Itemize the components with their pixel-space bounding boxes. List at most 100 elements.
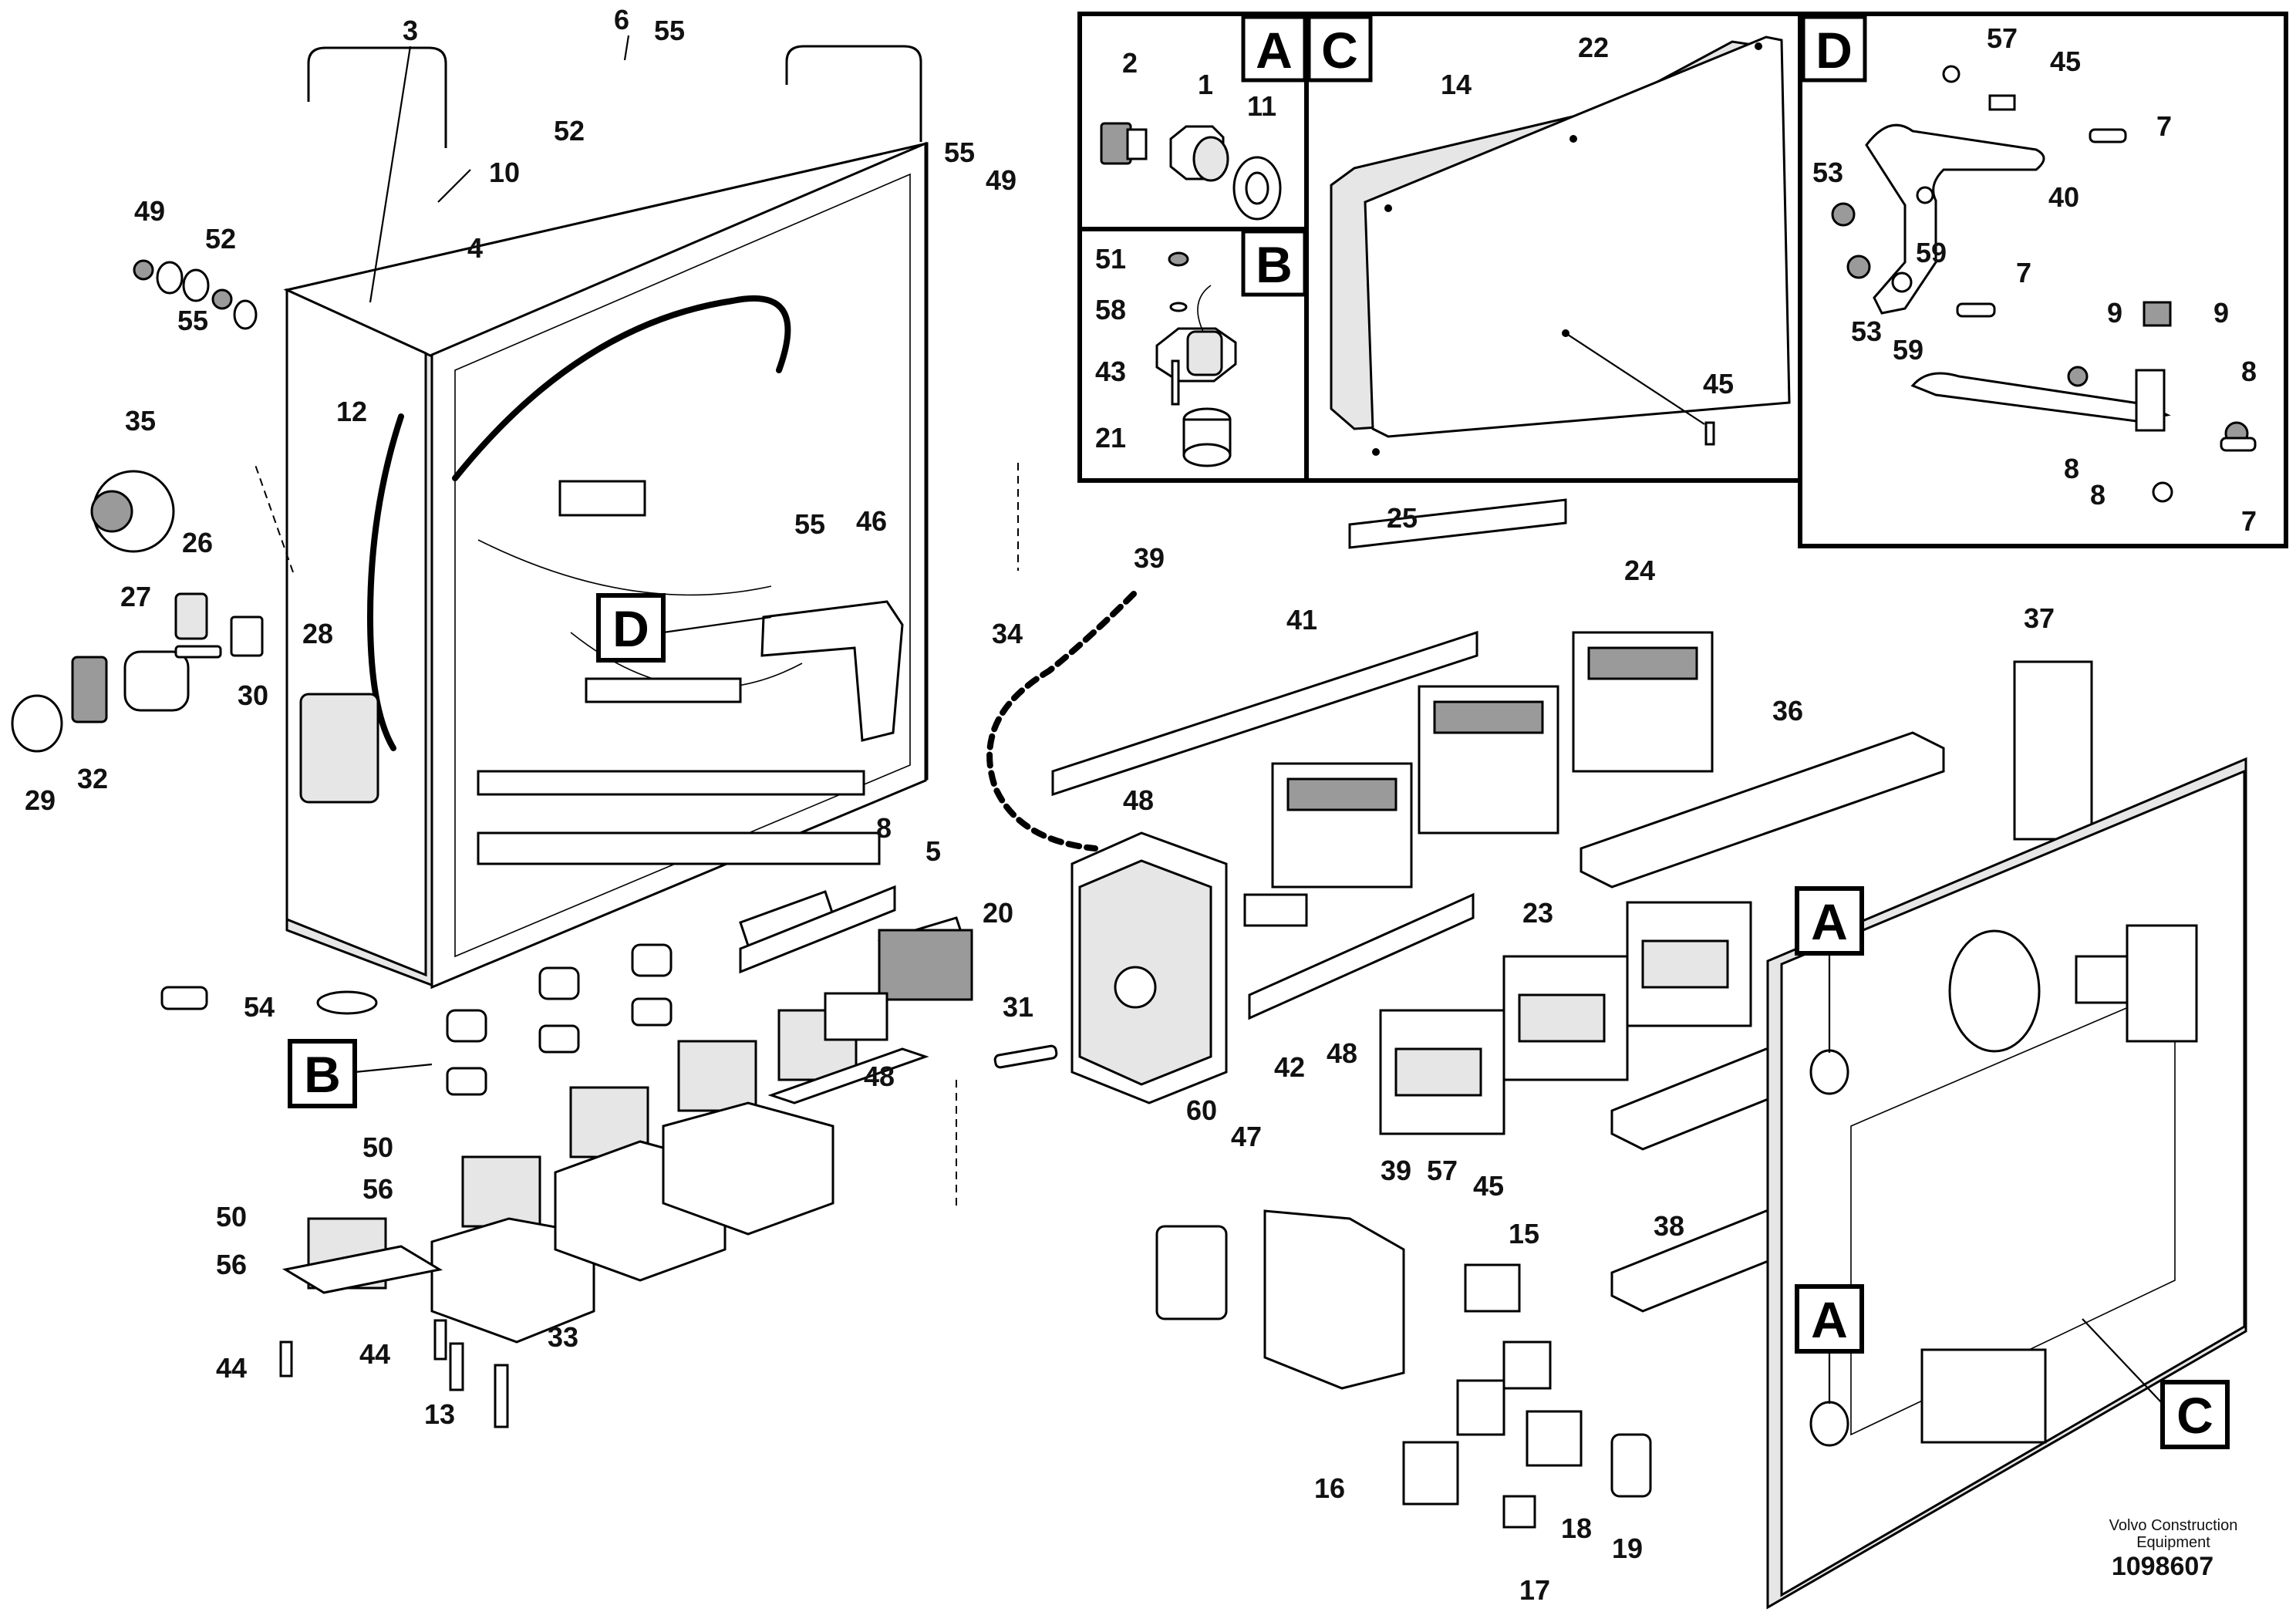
handle-right (785, 45, 922, 142)
label-38: 38 (1654, 1210, 1684, 1242)
callout-box-c-door: C (2160, 1380, 2230, 1449)
label-59-d1: 59 (1916, 237, 1947, 268)
svg-text:A: A (1811, 1291, 1848, 1348)
label-26: 26 (182, 527, 213, 558)
label-60: 60 (1186, 1094, 1217, 1126)
label-7-d3: 7 (2241, 505, 2257, 537)
breaker-2 (1418, 685, 1559, 835)
label-29: 29 (25, 784, 56, 816)
loose-parts-bottom (279, 890, 973, 1428)
label-8-d1: 8 (2241, 356, 2257, 387)
label-55-right: 55 (944, 137, 975, 168)
label-1: 1 (1198, 69, 1213, 100)
label-42: 42 (1274, 1051, 1305, 1083)
leader-lines (254, 35, 2163, 1404)
label-41: 41 (1286, 604, 1317, 636)
door (1766, 757, 2247, 1610)
callout-box-a-door-top: A (1795, 886, 1864, 956)
label-17: 17 (1519, 1574, 1550, 1606)
label-55-mid: 55 (794, 508, 825, 540)
label-13: 13 (424, 1398, 455, 1430)
label-48-c: 48 (1327, 1037, 1357, 1069)
svg-text:B: B (1256, 236, 1293, 293)
label-30: 30 (238, 679, 268, 711)
label-4: 4 (467, 232, 483, 264)
label-9-d1: 9 (2107, 297, 2122, 329)
callout-box-d: D (596, 593, 666, 663)
label-40: 40 (2048, 181, 2079, 213)
label-55-left: 55 (177, 305, 208, 336)
detail-b-connector (1155, 251, 1237, 467)
label-49-right: 49 (986, 164, 1017, 196)
label-35: 35 (125, 405, 156, 437)
label-32: 32 (77, 763, 108, 794)
svg-text:D: D (1816, 22, 1853, 79)
credit-line-2: Equipment (2136, 1534, 2210, 1551)
label-54: 54 (244, 991, 275, 1023)
gasket-54 (160, 986, 208, 1010)
label-9-d2: 9 (2213, 297, 2229, 329)
label-25: 25 (1387, 502, 1418, 534)
label-11: 11 (1247, 90, 1276, 122)
contactor-3 (1626, 901, 1752, 1027)
label-20: 20 (983, 897, 1013, 929)
label-8-d3: 8 (2090, 479, 2106, 511)
part-number-labels: 2 1 11 51 58 43 21 14 22 45 57 45 7 53 4… (25, 4, 2257, 1606)
label-28: 28 (302, 618, 333, 649)
label-43: 43 (1095, 356, 1126, 387)
svg-text:D: D (612, 600, 649, 657)
callout-box-b: B (288, 1039, 357, 1108)
label-27: 27 (120, 581, 151, 612)
credit-block: Volvo Construction Equipment 1098607 (2109, 1517, 2238, 1581)
label-46: 46 (856, 505, 887, 537)
label-50-a: 50 (362, 1131, 393, 1163)
contactor-2 (1502, 955, 1629, 1081)
label-56-a: 56 (362, 1173, 393, 1205)
label-24: 24 (1624, 555, 1655, 586)
detail-panel-group: A C B D (1077, 12, 2288, 548)
label-33: 33 (548, 1321, 578, 1353)
label-52-top: 52 (554, 115, 585, 147)
label-8-d2: 8 (2064, 453, 2079, 484)
svg-text:A: A (1811, 893, 1848, 950)
label-53-d1: 53 (1812, 157, 1843, 188)
label-18: 18 (1561, 1512, 1592, 1544)
label-57-main: 57 (1427, 1155, 1458, 1186)
credit-line-1: Volvo Construction (2109, 1517, 2238, 1534)
detail-label-c: C (1306, 15, 1373, 83)
label-10: 10 (489, 157, 520, 188)
label-36: 36 (1772, 695, 1803, 727)
document-number: 1098607 (2112, 1552, 2213, 1581)
label-7-d1: 7 (2156, 110, 2172, 142)
label-19: 19 (1612, 1533, 1643, 1564)
label-58: 58 (1095, 294, 1126, 325)
label-21: 21 (1095, 422, 1126, 454)
label-2: 2 (1122, 47, 1138, 79)
label-52-left: 52 (205, 223, 236, 255)
svg-text:B: B (304, 1046, 341, 1103)
cabinet (283, 45, 929, 1015)
label-39-top: 39 (1134, 542, 1165, 574)
label-49-left: 49 (134, 195, 165, 227)
svg-text:C: C (2176, 1387, 2213, 1444)
label-45-main: 45 (1473, 1170, 1504, 1202)
label-45-c: 45 (1703, 368, 1734, 400)
detail-label-a: A (1241, 15, 1307, 83)
loose-parts-left (11, 259, 264, 1010)
label-7-d2: 7 (2016, 257, 2031, 288)
label-50-b: 50 (216, 1201, 247, 1233)
detail-d-linkage (1831, 65, 2257, 503)
label-48-a: 48 (864, 1061, 895, 1092)
label-15: 15 (1509, 1218, 1539, 1249)
svg-text:A: A (1256, 22, 1293, 79)
label-34: 34 (992, 618, 1023, 649)
label-5: 5 (925, 835, 941, 867)
label-12: 12 (336, 396, 367, 427)
callout-box-a-door-bottom: A (1795, 1284, 1864, 1354)
label-45-d: 45 (2050, 46, 2081, 77)
breaker-1 (1271, 762, 1413, 889)
label-3: 3 (403, 15, 418, 46)
detail-label-d: D (1801, 15, 1867, 83)
label-22: 22 (1578, 32, 1609, 63)
